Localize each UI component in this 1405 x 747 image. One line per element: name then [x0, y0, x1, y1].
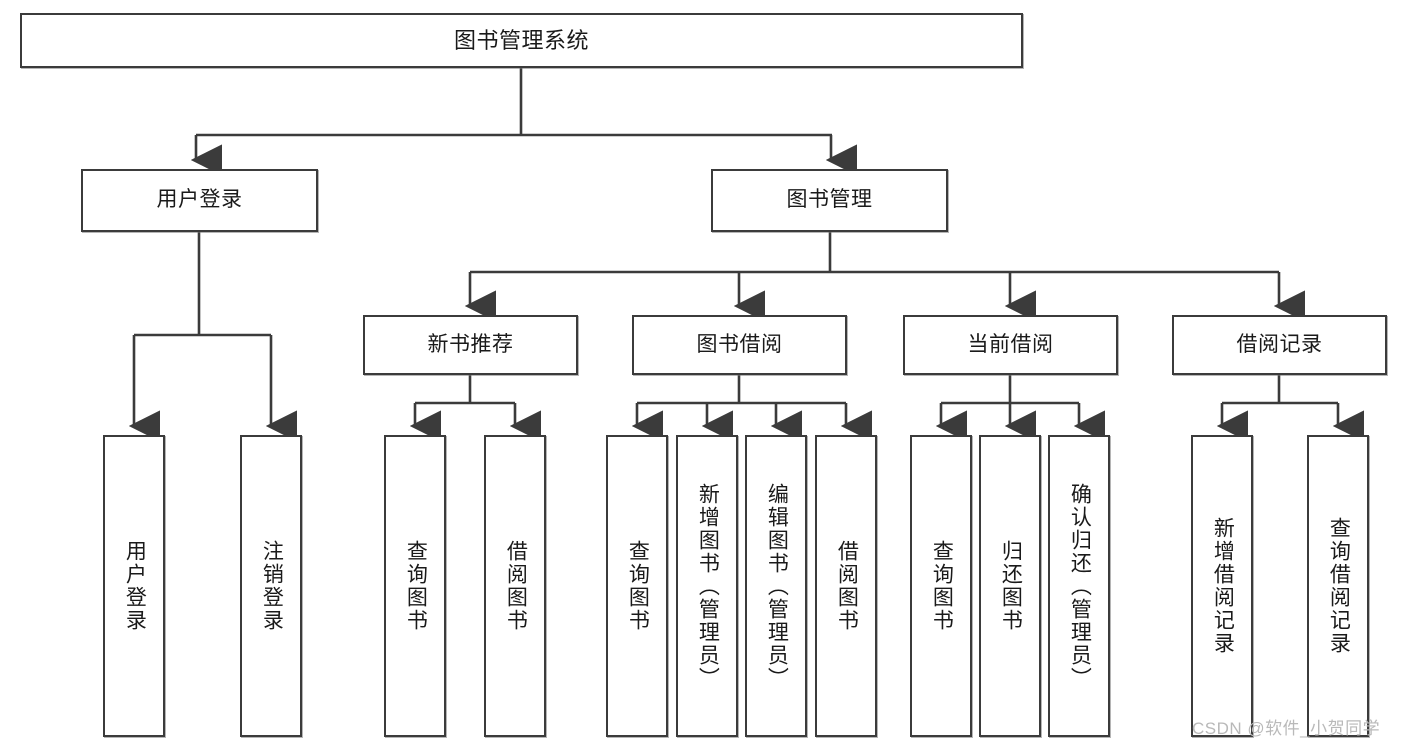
csdn-watermark: CSDN @软件_小贺同学 [1192, 719, 1381, 738]
leaf-borrow-record-add-record[interactable]: 新增借阅记录 [1191, 435, 1253, 737]
node-label: 借阅图书 [835, 540, 859, 632]
node-label: 图书管理系统 [453, 27, 589, 53]
node-label: 归还图书 [999, 540, 1023, 632]
leaf-book-borrow-query-book[interactable]: 查询图书 [606, 435, 668, 737]
node-label: 编辑图书（管理员） [765, 482, 789, 690]
node-label: 图书借阅 [696, 332, 783, 356]
leaf-user-login-login[interactable]: 用户登录 [103, 435, 165, 737]
leaf-new-book-borrow-book[interactable]: 借阅图书 [484, 435, 546, 737]
node-label: 用户登录 [156, 188, 243, 212]
node-label: 当前借阅 [967, 332, 1054, 356]
node-label: 查询图书 [404, 540, 428, 632]
leaf-book-borrow-edit-book-admin[interactable]: 编辑图书（管理员） [745, 435, 807, 737]
node-current-borrow[interactable]: 当前借阅 [903, 315, 1118, 375]
leaf-new-book-query-book[interactable]: 查询图书 [384, 435, 446, 737]
node-borrow-record[interactable]: 借阅记录 [1172, 315, 1387, 375]
node-root-library-management-system[interactable]: 图书管理系统 [20, 13, 1023, 68]
node-label: 查询图书 [626, 540, 650, 632]
node-user-login[interactable]: 用户登录 [81, 169, 318, 232]
leaf-current-borrow-return-book[interactable]: 归还图书 [979, 435, 1041, 737]
leaf-book-borrow-borrow-book[interactable]: 借阅图书 [815, 435, 877, 737]
leaf-user-login-logout[interactable]: 注销登录 [240, 435, 302, 737]
node-label: 新增图书（管理员） [696, 482, 720, 690]
node-label: 注销登录 [260, 540, 284, 632]
leaf-borrow-record-query-record[interactable]: 查询借阅记录 [1307, 435, 1369, 737]
node-book-borrow[interactable]: 图书借阅 [632, 315, 847, 375]
node-label: 图书管理 [786, 188, 873, 212]
leaf-current-borrow-query-book[interactable]: 查询图书 [910, 435, 972, 737]
node-label: 确认归还（管理员） [1068, 482, 1092, 690]
leaf-current-borrow-confirm-return-admin[interactable]: 确认归还（管理员） [1048, 435, 1110, 737]
node-label: 借阅图书 [504, 540, 528, 632]
node-label: 新书推荐 [427, 332, 514, 356]
node-book-management[interactable]: 图书管理 [711, 169, 948, 232]
leaf-book-borrow-add-book-admin[interactable]: 新增图书（管理员） [676, 435, 738, 737]
node-label: 用户登录 [123, 540, 147, 632]
node-label: 查询借阅记录 [1327, 517, 1351, 655]
node-new-book-recommend[interactable]: 新书推荐 [363, 315, 578, 375]
node-label: 新增借阅记录 [1211, 517, 1235, 655]
node-label: 查询图书 [930, 540, 954, 632]
node-label: 借阅记录 [1236, 332, 1323, 356]
